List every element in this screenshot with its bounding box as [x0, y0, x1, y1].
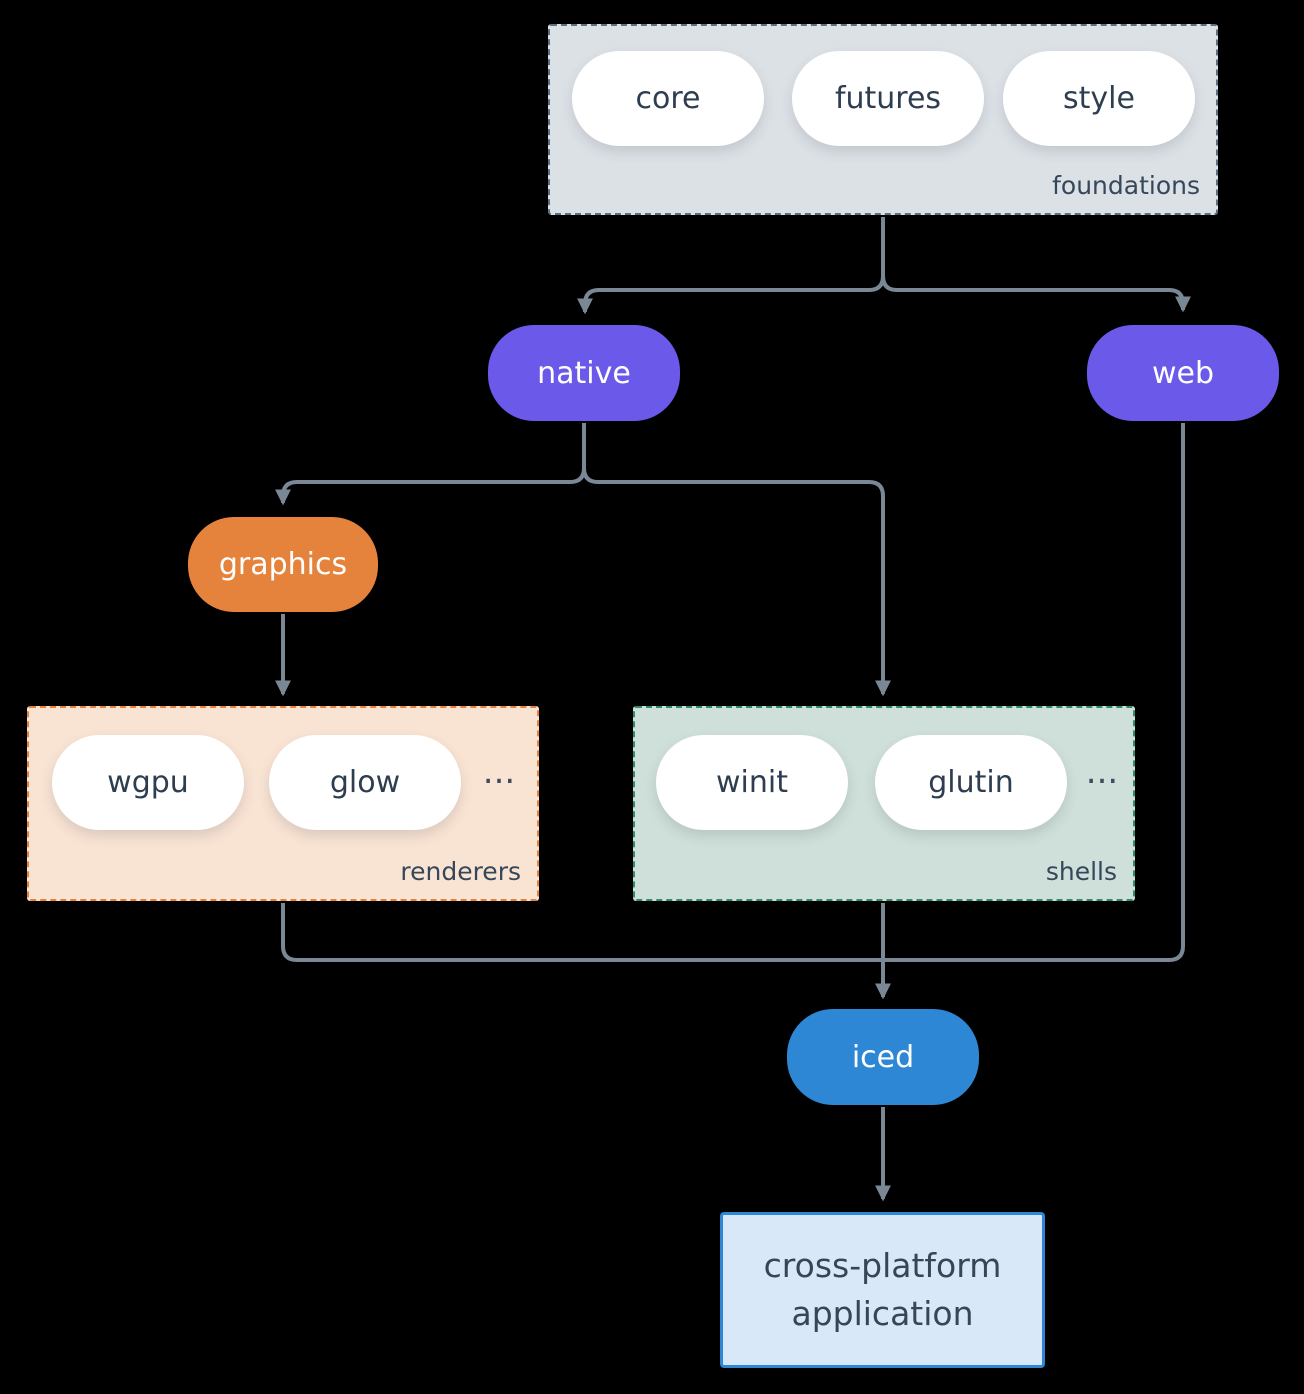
graphics-node-label: graphics	[218, 547, 348, 582]
shells-group: winit glutin shells	[633, 706, 1135, 901]
foundations-label: foundations	[1052, 171, 1200, 200]
pill-futures-label: futures	[834, 81, 942, 116]
native-node-label: native	[537, 355, 631, 391]
iced-node: iced	[787, 1009, 979, 1105]
graphics-node: graphics	[188, 517, 378, 612]
pill-wgpu-label: wgpu	[107, 765, 189, 800]
pill-style: style	[1003, 51, 1195, 146]
pill-glow: glow	[269, 735, 461, 830]
application-label-line2: application	[791, 1294, 974, 1333]
renderers-label: renderers	[400, 857, 521, 886]
application-label-line1: cross-platform	[763, 1246, 1002, 1285]
shells-label: shells	[1045, 857, 1117, 886]
edge-native-graphics	[275, 423, 586, 506]
pill-glutin: glutin	[875, 735, 1067, 830]
native-node: native	[488, 325, 680, 421]
pill-style-label: style	[1063, 81, 1135, 116]
pill-glow-label: glow	[329, 765, 401, 800]
edge-foundations-native	[577, 217, 885, 315]
foundations-group: core futures style foundations	[548, 24, 1218, 215]
pill-winit: winit	[656, 735, 848, 830]
web-node-label: web	[1151, 355, 1215, 391]
application-box: cross-platform application	[720, 1212, 1045, 1368]
edge-native-shells	[582, 423, 891, 697]
pill-core-label: core	[635, 81, 701, 116]
shells-ellipsis: ...	[1085, 752, 1119, 792]
renderers-group: wgpu glow renderers	[27, 706, 539, 901]
edge-foundations-web	[881, 217, 1191, 313]
pill-winit-label: winit	[716, 765, 788, 800]
edge-renderers-merge	[281, 903, 883, 962]
iced-node-label: iced	[851, 1039, 915, 1075]
web-node: web	[1087, 325, 1279, 421]
pill-futures: futures	[792, 51, 984, 146]
renderers-ellipsis: ...	[482, 752, 516, 792]
pill-wgpu: wgpu	[52, 735, 244, 830]
pill-core: core	[572, 51, 764, 146]
pill-glutin-label: glutin	[928, 765, 1014, 800]
